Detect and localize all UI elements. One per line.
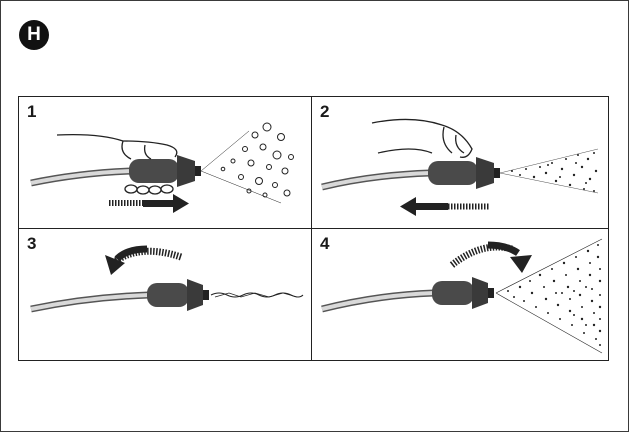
- step-panel-3: 3: [19, 229, 312, 360]
- fine-spray: [499, 148, 599, 194]
- coarse-spray: [200, 122, 294, 204]
- rotate-left-arrow: [105, 245, 183, 275]
- garden-hose: [321, 289, 435, 313]
- step-3-illustration: [30, 245, 304, 313]
- step-number: 2: [320, 102, 330, 121]
- jet-spray: [210, 292, 304, 298]
- step-number: 4: [320, 234, 330, 253]
- spray-nozzle: [147, 279, 209, 311]
- hand: [371, 118, 473, 158]
- step-panel-4: 4: [312, 229, 608, 360]
- nozzle-rotation-rings: [124, 184, 174, 195]
- step-1-illustration: [30, 122, 294, 213]
- step-panel-2: 2: [312, 97, 608, 229]
- garden-hose: [30, 291, 150, 313]
- rotate-right-arrow: [449, 241, 532, 273]
- spray-nozzle: [432, 277, 494, 309]
- step-number: 1: [27, 102, 37, 121]
- wide-cone-spray: [495, 238, 603, 354]
- push-arrow: [109, 194, 189, 213]
- step-4-illustration: [321, 238, 603, 354]
- step-2-illustration: [321, 118, 599, 216]
- step-panel-1: 1: [19, 97, 312, 229]
- hand: [56, 133, 178, 160]
- step-number: 3: [27, 234, 37, 253]
- pull-arrow: [400, 197, 490, 216]
- spray-nozzle: [129, 155, 201, 187]
- spray-nozzle: [428, 157, 500, 189]
- garden-hose: [30, 167, 132, 187]
- garden-hose: [321, 169, 431, 191]
- section-letter-badge: H: [19, 20, 49, 50]
- steps-grid: 1: [18, 96, 609, 361]
